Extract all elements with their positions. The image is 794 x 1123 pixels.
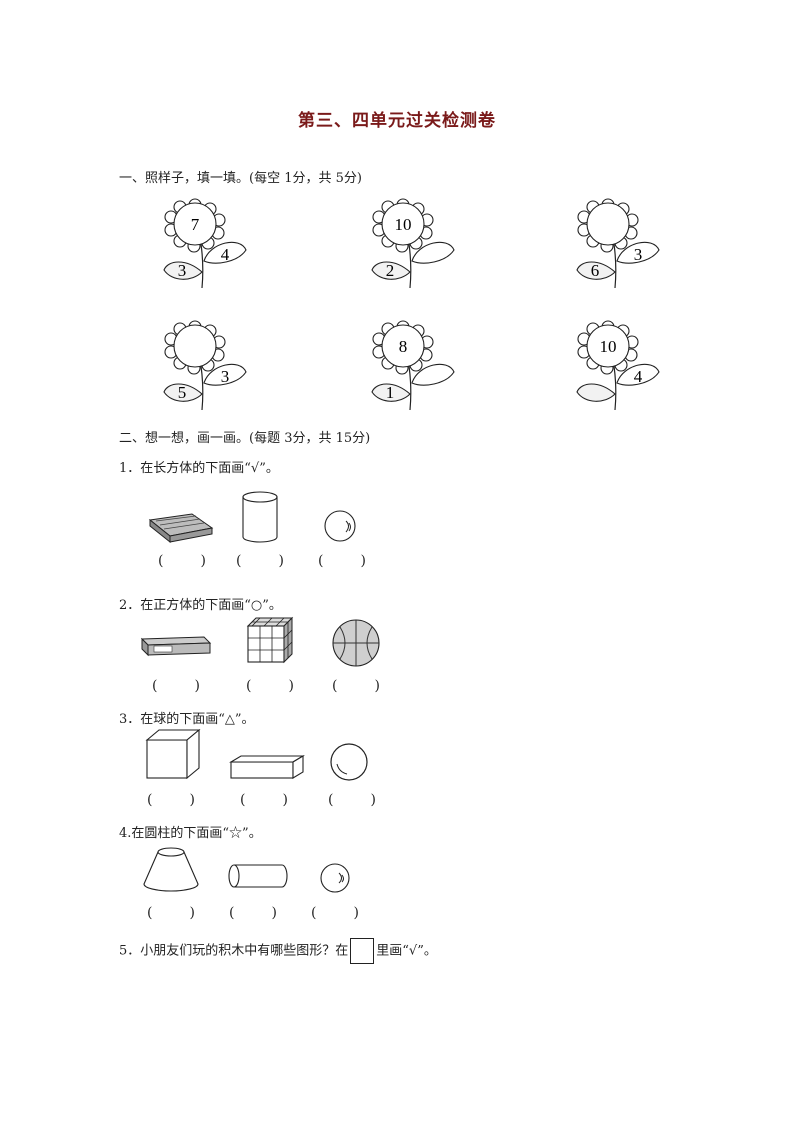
answer-blank-4-1[interactable]: () xyxy=(147,905,195,921)
paren-open: ( xyxy=(236,553,242,569)
answer-blank-3-1[interactable]: () xyxy=(147,792,195,808)
paren-open: ( xyxy=(229,905,235,921)
answer-blank-1-1[interactable]: () xyxy=(158,553,206,569)
cube-icon xyxy=(145,728,201,780)
horizontal-cylinder-icon xyxy=(228,864,288,888)
paren-close: ) xyxy=(360,553,366,569)
question-1-text: 1．在长方体的下面画“√”。 xyxy=(119,461,279,476)
sunflower-icon xyxy=(576,198,660,289)
paren-open: ( xyxy=(318,553,324,569)
paren-close: ) xyxy=(374,678,380,694)
answer-blank-3-2[interactable]: () xyxy=(240,792,288,808)
sunflower-1: 7 3 4 xyxy=(163,198,247,289)
sunflower-icon xyxy=(371,198,455,289)
paren-close: ) xyxy=(370,792,376,808)
paren-close: ) xyxy=(278,553,284,569)
paren-close: ) xyxy=(353,905,359,921)
answer-blank-2-3[interactable]: () xyxy=(332,678,380,694)
paren-open: ( xyxy=(147,792,153,808)
paren-open: ( xyxy=(311,905,317,921)
paren-open: ( xyxy=(147,905,153,921)
flower-right-leaf-value: 4 xyxy=(221,245,230,264)
flower-left-leaf-value: 3 xyxy=(178,261,187,280)
section1-heading: 一、照样子，填一填。(每空 1分，共 5分) xyxy=(119,171,362,186)
section2-heading: 二、想一想，画一画。(每题 3分，共 15分) xyxy=(119,431,371,446)
question-3-text: 3．在球的下面画“△”。 xyxy=(119,712,255,727)
paren-open: ( xyxy=(240,792,246,808)
sunflower-6: 10 4 xyxy=(576,320,660,411)
frustum-icon xyxy=(143,847,199,892)
question-5-text-after: 里画“√”。 xyxy=(376,943,437,959)
flower-left-leaf-value: 1 xyxy=(386,383,395,402)
answer-blank-2-2[interactable]: () xyxy=(246,678,294,694)
flower-center-value: 7 xyxy=(191,215,200,234)
paren-open: ( xyxy=(328,792,334,808)
flower-left-leaf-value: 6 xyxy=(591,261,600,280)
eraser-icon xyxy=(140,636,212,657)
cylinder-icon xyxy=(242,491,278,543)
answer-blank-1-2[interactable]: () xyxy=(236,553,284,569)
flower-right-leaf-value: 3 xyxy=(634,245,643,264)
flower-right-leaf-value: 4 xyxy=(634,367,643,386)
answer-blank-4-2[interactable]: () xyxy=(229,905,277,921)
flower-right-leaf-value: 3 xyxy=(221,367,230,386)
sunflower-3: 6 3 xyxy=(576,198,660,289)
paren-open: ( xyxy=(158,553,164,569)
answer-blank-3-3[interactable]: () xyxy=(328,792,376,808)
answer-blank-2-1[interactable]: () xyxy=(152,678,200,694)
answer-blank-4-3[interactable]: () xyxy=(311,905,359,921)
question-2-text: 2．在正方体的下面画“○”。 xyxy=(119,598,282,613)
ball-icon xyxy=(324,510,356,542)
sunflower-icon xyxy=(163,320,247,411)
question-5-text: 5．小朋友们玩的积木中有哪些图形？在 里画“√”。 xyxy=(119,938,437,964)
flower-left-leaf-value: 5 xyxy=(178,383,187,402)
flower-center-value: 8 xyxy=(399,337,408,356)
flower-center-value: 10 xyxy=(395,215,412,234)
answer-blank-1-3[interactable]: () xyxy=(318,553,366,569)
flower-center-value: 10 xyxy=(600,337,617,356)
paren-open: ( xyxy=(152,678,158,694)
sunflower-icon xyxy=(163,198,247,289)
answer-checkbox-sample[interactable] xyxy=(350,938,375,964)
page-title: 第三、四单元过关检测卷 xyxy=(298,111,496,131)
paren-close: ) xyxy=(189,792,195,808)
sunflower-icon xyxy=(371,320,455,411)
basketball-icon xyxy=(332,619,380,667)
paren-close: ) xyxy=(288,678,294,694)
flower-left-leaf-value: 2 xyxy=(386,261,395,280)
question-4-text: 4.在圆柱的下面画“☆”。 xyxy=(119,826,262,841)
book-icon xyxy=(148,513,214,544)
paren-close: ) xyxy=(194,678,200,694)
sphere-icon xyxy=(330,743,368,781)
question-5-text-before: 5．小朋友们玩的积木中有哪些图形？在 xyxy=(119,943,349,959)
paren-close: ) xyxy=(271,905,277,921)
paren-close: ) xyxy=(200,553,206,569)
paren-close: ) xyxy=(189,905,195,921)
sunflower-5: 8 1 xyxy=(371,320,455,411)
paren-open: ( xyxy=(332,678,338,694)
paren-open: ( xyxy=(246,678,252,694)
sunflower-2: 10 2 xyxy=(371,198,455,289)
rubiks-cube-icon xyxy=(246,616,294,664)
cuboid-icon xyxy=(229,755,305,779)
sunflower-icon xyxy=(576,320,660,411)
small-ball-icon xyxy=(320,863,350,893)
sunflower-4: 5 3 xyxy=(163,320,247,411)
paren-close: ) xyxy=(282,792,288,808)
